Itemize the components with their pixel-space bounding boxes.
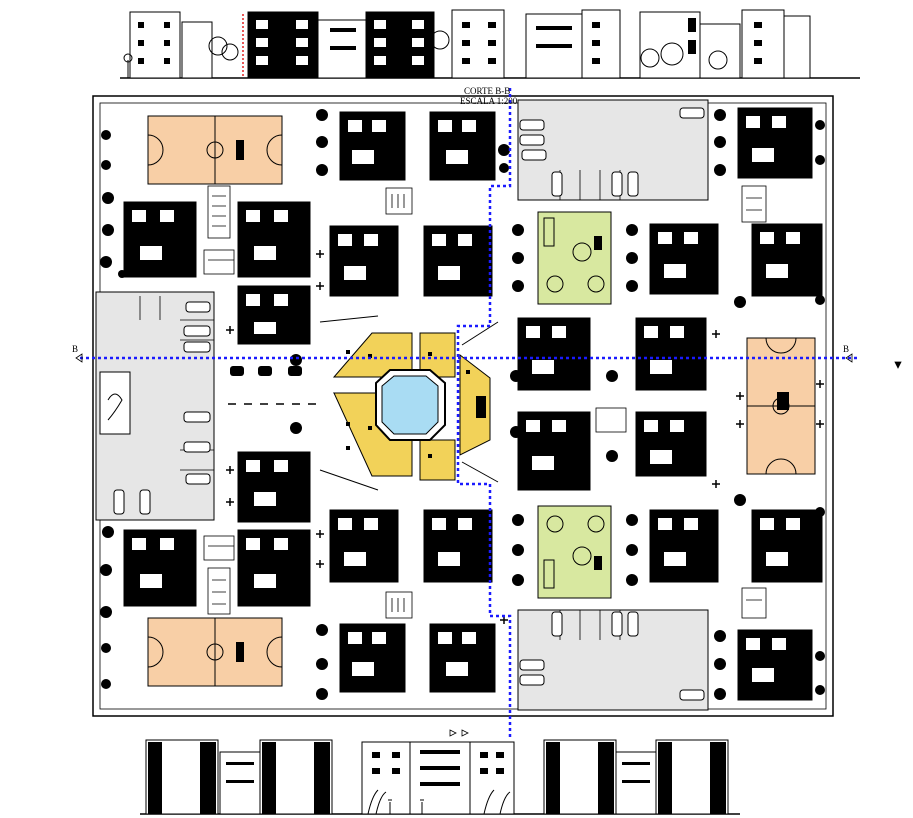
park-bottom — [537, 505, 612, 599]
stair-blocks — [203, 185, 767, 619]
section-title: CORTE B-B — [464, 86, 510, 96]
green-parks — [537, 211, 612, 599]
sports-courts — [147, 115, 816, 687]
top-elevation — [120, 9, 860, 79]
drawing-annotations: CORTE B-B ESCALA 1:200 B B — [72, 86, 849, 354]
central-plaza — [319, 315, 499, 491]
landscape-trees — [100, 109, 825, 700]
section-mark-left: B — [72, 344, 78, 354]
park-top — [537, 211, 612, 305]
apartment-room-voids — [132, 116, 800, 682]
court-top-left — [147, 115, 283, 185]
section-scale: ESCALA 1:200 — [460, 96, 518, 106]
parking-areas — [95, 99, 709, 711]
bottom-elevation — [140, 739, 740, 815]
court-bottom-left — [147, 617, 283, 687]
section-cut-lines — [80, 88, 860, 738]
section-cut-arrows — [75, 353, 902, 737]
section-mark-right: B — [843, 344, 849, 354]
apartment-blocks — [123, 107, 823, 701]
lamp-markers — [226, 250, 824, 624]
court-right — [746, 337, 816, 475]
